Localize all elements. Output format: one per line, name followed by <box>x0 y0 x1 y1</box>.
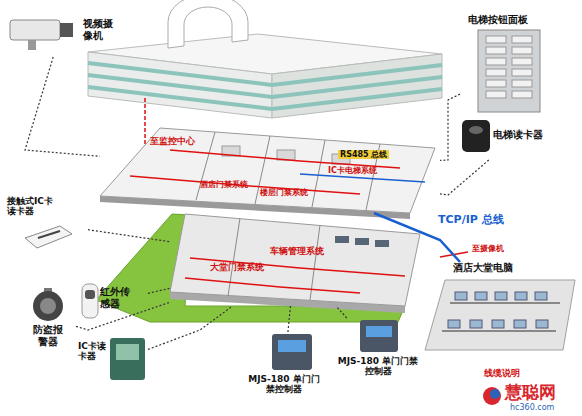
sensor-device: 红外传感器 <box>80 280 148 322</box>
panel-button <box>486 69 506 76</box>
ic-card-reader <box>25 226 72 248</box>
panel-button <box>512 80 532 87</box>
node-label: IC卡电梯系统 <box>328 166 377 175</box>
alarm-siren <box>33 291 63 321</box>
ic-card-reader <box>110 338 145 380</box>
watermark-logo <box>483 387 501 405</box>
controller-screen <box>278 340 306 352</box>
node-label: 电梯读卡器 <box>493 129 543 141</box>
window-band <box>88 87 272 109</box>
panel-button <box>512 91 532 98</box>
leader-line <box>88 230 170 242</box>
button-panel <box>478 30 540 112</box>
leader-line <box>148 306 233 349</box>
reader-window <box>469 126 483 134</box>
floor-outline <box>425 262 575 350</box>
panel-button <box>512 36 532 43</box>
leader-line <box>288 306 291 332</box>
node-label: MJS-180 单门门禁控制器 <box>334 356 422 377</box>
floor-slab <box>425 280 575 350</box>
building-arch <box>168 0 248 48</box>
camera-lens <box>60 23 73 37</box>
watermark-logo <box>490 389 500 399</box>
panel-button <box>512 69 532 76</box>
camera-body <box>10 20 60 40</box>
route-note: 至摄像机 <box>472 244 504 253</box>
door-controller <box>360 320 398 352</box>
node-label: 接触式IC卡读卡器 <box>7 196 57 217</box>
cable-note: 线缆说明 <box>484 368 520 378</box>
node-label: IC卡读卡器 <box>78 341 107 362</box>
panel-button <box>486 80 506 87</box>
door-controller-device: MJS-180 单门门禁控制器 <box>332 318 424 388</box>
camera-device: 视频摄像机 <box>5 12 115 57</box>
alarm-device: 防盗报警器 <box>22 282 76 354</box>
camera-mount <box>28 40 36 50</box>
leader-line <box>148 288 170 293</box>
lobby-floor: 车辆管理系统大堂门禁系统 <box>170 214 420 306</box>
route-note: 至监控中心 <box>150 136 195 146</box>
node-label: RS485 总线 <box>338 150 389 159</box>
node-label: MJS-180 单门门禁控制器 <box>244 374 324 395</box>
node-label: 大堂门禁系统 <box>210 262 264 272</box>
ic-reader-device: IC卡读卡器 <box>78 335 148 390</box>
node-label: 车辆管理系统 <box>270 246 324 256</box>
floor-slab <box>100 128 435 213</box>
watermark: hc360.com <box>510 403 554 412</box>
alarm-siren <box>40 298 56 314</box>
floor-slab <box>170 214 420 306</box>
elevator-reader-device: 电梯读卡器 <box>455 115 575 160</box>
leader-line <box>440 94 460 160</box>
infrared-sensor <box>82 284 98 318</box>
camera-line <box>440 252 468 257</box>
door-controller-device: MJS-180 单门门禁控制器 <box>240 332 328 412</box>
panel-button <box>486 58 506 65</box>
node-label: 楼层门禁系统 <box>260 188 308 197</box>
leader-line <box>76 302 170 330</box>
node-label: 酒店门禁系统 <box>200 180 248 189</box>
window-band <box>272 89 442 109</box>
window-band <box>88 75 272 97</box>
building-face <box>88 52 272 118</box>
panel-button <box>486 91 506 98</box>
controller-screen <box>366 326 392 337</box>
alarm-mount <box>44 288 52 294</box>
leader-line <box>336 306 347 318</box>
door-controller <box>272 334 312 370</box>
elevator-panel-device: 电梯按钮面板 <box>460 12 575 120</box>
lobby-computers: 酒店大堂电脑 <box>425 262 575 350</box>
node-label: 红外传感器 <box>100 286 130 309</box>
node-label: 视频摄像机 <box>83 18 114 41</box>
card-slot <box>38 231 60 238</box>
reader-pad <box>116 344 139 360</box>
bus-label: TCP/IP 总线 <box>438 214 504 227</box>
leader-line <box>25 57 100 156</box>
node-label: 电梯按钮面板 <box>468 14 528 26</box>
floor-outline <box>170 214 420 306</box>
card-reader <box>462 120 490 152</box>
node-label: 酒店大堂电脑 <box>453 262 513 274</box>
panel-button <box>512 47 532 54</box>
panel-button <box>512 58 532 65</box>
panel-button <box>486 36 506 43</box>
leader-line <box>440 160 489 195</box>
window-band <box>88 63 272 85</box>
building-face <box>272 54 442 118</box>
sensor-window <box>85 290 95 299</box>
watermark: 慧聪网 <box>505 383 556 403</box>
node-label: 防盗报警器 <box>33 324 63 347</box>
contact-reader-device: 接触式IC卡读卡器 <box>3 196 88 251</box>
panel-button <box>486 47 506 54</box>
